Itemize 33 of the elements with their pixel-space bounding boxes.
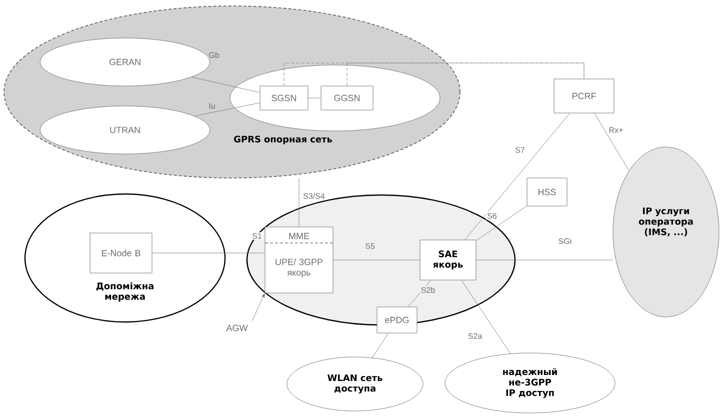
connector-line — [298, 178, 300, 227]
connector-line — [464, 113, 570, 240]
edge-label: S2a — [466, 332, 484, 340]
edge-label: Iu — [208, 102, 216, 110]
connector-line — [476, 206, 527, 241]
network-element-box: SAE якорь — [420, 240, 476, 280]
edge-label: Rx+ — [608, 126, 624, 134]
arrow — [252, 294, 265, 321]
connector-line — [594, 113, 630, 171]
connector-line — [152, 252, 265, 254]
connector-line — [191, 76, 260, 93]
network-element-box: E-Node B — [90, 232, 152, 274]
gateway-box: MME UPE/ 3GPP якорь — [264, 226, 334, 294]
element-label: AGW — [226, 324, 248, 332]
edge-label: S3/S4 — [302, 192, 326, 200]
connector-line — [461, 280, 511, 354]
edge-label: Gb — [208, 51, 220, 59]
connector-line — [346, 62, 584, 86]
connector-line — [194, 102, 260, 116]
network-element-box: SGSN — [260, 86, 308, 110]
edge-label: S1 — [251, 232, 263, 240]
edge-label: S5 — [364, 242, 376, 250]
connector-line — [408, 280, 432, 307]
network-element-box: HSS — [526, 178, 568, 206]
connector-line — [284, 62, 584, 86]
edge-label: S6 — [486, 212, 498, 220]
network-element-box: ePDG — [376, 306, 418, 334]
network-element-box: PCRF — [554, 78, 614, 114]
edge-label: SGi — [557, 237, 573, 245]
connector-line — [372, 332, 389, 358]
edge-label: S2b — [420, 286, 436, 294]
edge-label: S7 — [514, 146, 526, 154]
network-element-box: GGSN — [320, 86, 374, 110]
